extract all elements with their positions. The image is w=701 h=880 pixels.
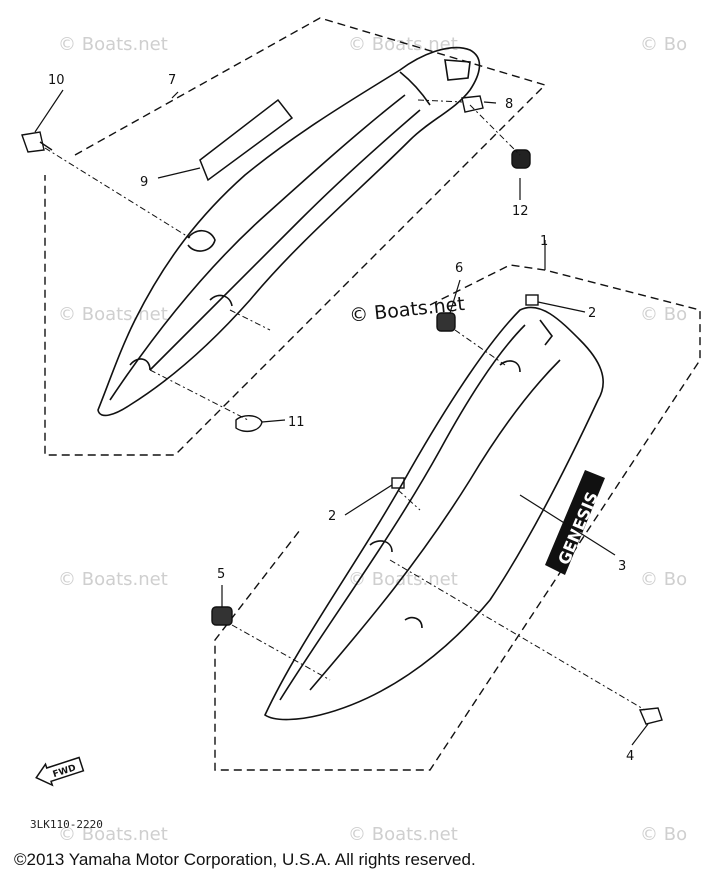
callouts: 10 7 8 9 12 11 1 2 6 2 3 5 4 [48,73,634,764]
callout-2: 2 [588,306,596,321]
copyright-notice: ©2013 Yamaha Motor Corporation, U.S.A. A… [14,850,476,869]
callout-11: 11 [288,415,305,430]
assembly-boundary-upper [44,17,547,456]
callout-9: 9 [140,175,148,190]
assembly-boundary-lower [214,264,701,771]
alignment-lines-upper [44,99,521,421]
screw-part-10 [21,131,45,153]
clip-part-2 [391,477,405,489]
side-cover-lower [263,306,604,721]
callout-6: 6 [455,261,463,276]
watermark: © Boats.net [58,824,168,845]
watermark: © Bo [640,569,687,590]
callout-2: 2 [328,509,336,524]
callout-5: 5 [217,567,225,582]
callout-8: 8 [505,97,513,112]
watermark: © Bo [640,34,687,55]
clip-part-2 [525,294,539,306]
screw-part-4 [638,707,663,725]
callout-12: 12 [512,204,529,219]
grommet-part-12 [511,149,531,169]
grommet-part-11 [235,415,263,433]
genesis-decal: GENESIS [545,470,605,575]
callout-3: 3 [618,559,626,574]
watermark: © Boats.net [348,824,458,845]
watermark: © Boats.net [58,34,168,55]
watermark: © Boats.net [58,304,168,325]
grommet-part-6 [436,312,456,332]
watermark: © Bo [640,824,687,845]
watermark: © Boats.net [348,569,458,590]
fwd-arrow: FWD [35,756,85,787]
watermark: © Bo [640,304,687,325]
grommet-part-5 [211,606,233,626]
clip-part-8 [461,95,484,113]
callout-4: 4 [626,749,634,764]
leader-lines [34,89,649,746]
watermarks: © Boats.net © Boats.net © Bo © Boats.net… [58,34,687,845]
callout-1: 1 [540,234,548,249]
watermark: © Boats.net [348,34,458,55]
diagram-code: 3LK110-2220 [30,818,103,831]
side-cover-upper [97,46,481,417]
callout-7: 7 [168,73,176,88]
small-parts-upper [21,95,531,433]
watermark: © Boats.net [58,569,168,590]
decal-strip [199,98,294,182]
callout-10: 10 [48,73,65,88]
alignment-lines-lower [231,329,646,711]
